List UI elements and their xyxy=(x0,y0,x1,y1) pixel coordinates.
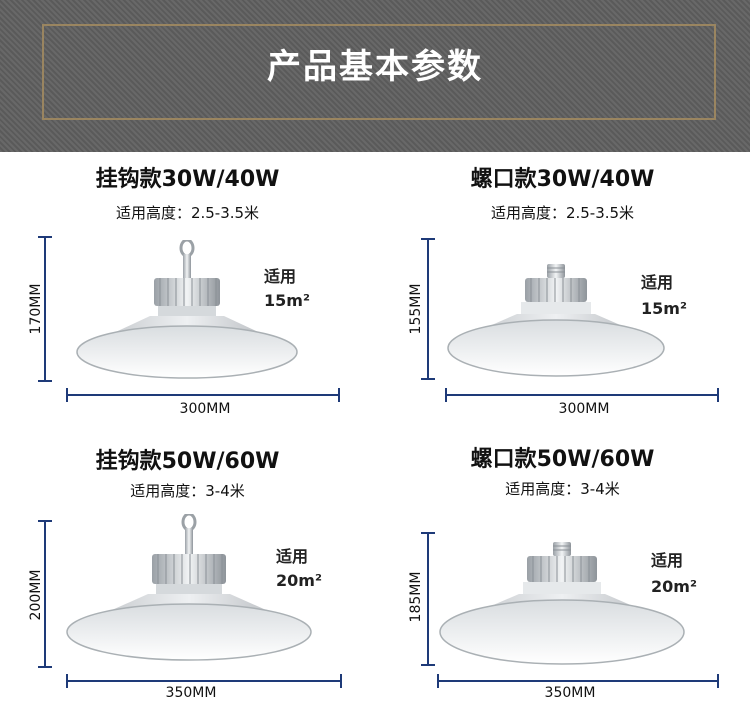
width-dimension-tick xyxy=(437,674,439,688)
product-height-range: 适用高度：2.5-3.5米 xyxy=(490,204,635,222)
height-dimension-tick xyxy=(38,380,52,382)
width-dimension-tick xyxy=(66,388,68,402)
screw-lamp-icon xyxy=(447,264,665,377)
width-dimension-label: 300MM xyxy=(179,401,231,417)
height-dimension-tick xyxy=(38,520,52,522)
height-dimension-label: 185MM xyxy=(408,571,424,623)
height-dimension-label: 155MM xyxy=(408,283,424,335)
height-dimension-line xyxy=(427,238,429,380)
height-dimension-line xyxy=(44,520,46,668)
height-dimension-label: 170MM xyxy=(28,283,44,335)
product-title: 挂钩款30W/40W xyxy=(95,167,280,192)
area-value: 15m² xyxy=(264,291,310,310)
width-dimension-label: 300MM xyxy=(558,401,610,417)
area-label: 适用 xyxy=(641,273,674,292)
width-dimension-tick xyxy=(717,388,719,402)
product-card-hook-50-60: 挂钩款50W/60W 适用高度：3-4米 200MM 适用 20m² 350MM xyxy=(0,432,375,712)
width-dimension-label: 350MM xyxy=(165,685,217,701)
area-value: 20m² xyxy=(651,577,697,596)
width-dimension-tick xyxy=(338,388,340,402)
width-dimension-line xyxy=(66,680,342,682)
height-dimension-line xyxy=(44,236,46,382)
product-title: 螺口款30W/40W xyxy=(470,167,655,192)
height-dimension-tick xyxy=(38,666,52,668)
width-dimension-tick xyxy=(445,388,447,402)
width-dimension-tick xyxy=(66,674,68,688)
product-title: 螺口款50W/60W xyxy=(470,447,655,472)
width-dimension-line xyxy=(66,394,340,396)
product-height-range: 适用高度：2.5-3.5米 xyxy=(115,204,260,222)
height-dimension-tick xyxy=(421,378,435,380)
height-dimension-tick xyxy=(421,532,435,534)
height-dimension-tick xyxy=(421,664,435,666)
height-dimension-line xyxy=(427,532,429,666)
area-label: 适用 xyxy=(651,551,684,570)
product-title: 挂钩款50W/60W xyxy=(95,449,280,474)
width-dimension-line xyxy=(437,680,719,682)
area-value: 15m² xyxy=(641,299,687,318)
height-dimension-label: 200MM xyxy=(28,569,44,621)
banner-frame xyxy=(42,24,716,120)
hook-lamp-icon xyxy=(76,240,298,379)
area-label: 适用 xyxy=(264,267,297,286)
width-dimension-tick xyxy=(717,674,719,688)
product-height-range: 适用高度：3-4米 xyxy=(130,482,245,500)
header-banner: 产品基本参数 xyxy=(0,0,750,152)
hook-lamp-icon xyxy=(66,514,312,661)
height-dimension-tick xyxy=(38,236,52,238)
product-card-hook-30-40: 挂钩款30W/40W 适用高度：2.5-3.5米 170MM 适用 15m² 3… xyxy=(0,152,375,432)
product-card-screw-50-60: 螺口款50W/60W 适用高度：3-4米 185MM 适用 20m² 350MM xyxy=(375,432,750,712)
height-dimension-tick xyxy=(421,238,435,240)
product-card-screw-30-40: 螺口款30W/40W 适用高度：2.5-3.5米 155MM 适用 15m² 3… xyxy=(375,152,750,432)
area-value: 20m² xyxy=(276,571,322,590)
product-height-range: 适用高度：3-4米 xyxy=(505,480,620,498)
width-dimension-tick xyxy=(340,674,342,688)
screw-lamp-icon xyxy=(439,542,685,665)
width-dimension-line xyxy=(445,394,719,396)
page-title: 产品基本参数 xyxy=(267,47,483,87)
width-dimension-label: 350MM xyxy=(544,685,596,701)
area-label: 适用 xyxy=(276,547,309,566)
